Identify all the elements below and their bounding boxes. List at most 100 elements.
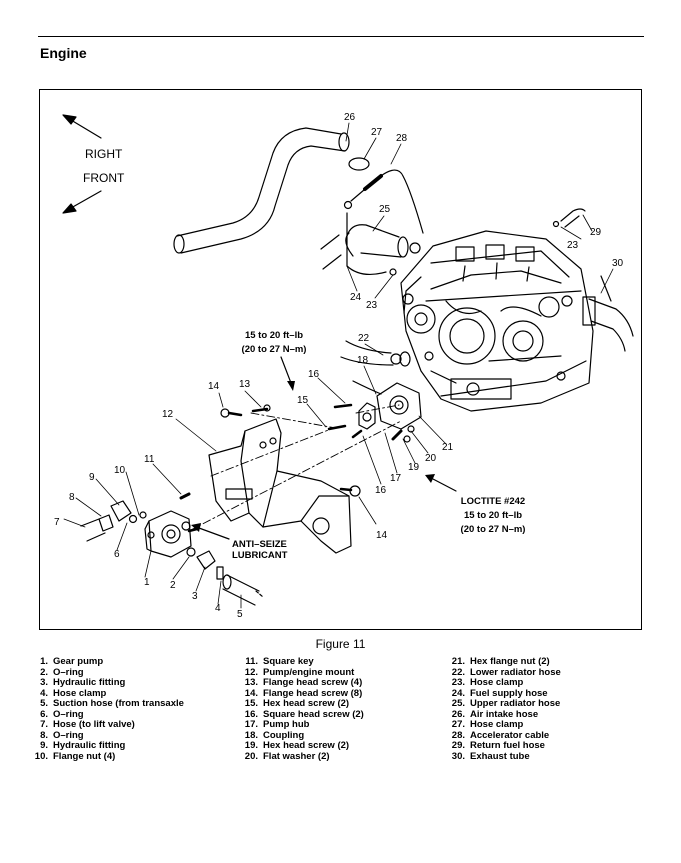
legend-item: 24.Fuel supply hose (447, 687, 561, 700)
callout-8: 8 (69, 492, 75, 503)
callout-3: 3 (192, 591, 198, 602)
legend-item: 21.Hex flange nut (2) (447, 656, 561, 668)
section-title: Engine (40, 45, 87, 61)
legend-number: 1. (40, 656, 48, 667)
legend-item: 27. Hose clamp (447, 719, 561, 731)
legend-column-2: 11.Square key 12.Pump/engine mount 13.Fl… (240, 656, 364, 763)
legend-number: 26. (451, 708, 465, 720)
legend-number: 4. (40, 687, 48, 699)
legend-item: 12.Pump/engine mount (240, 666, 364, 679)
callout-numbers: 1 2 3 4 5 6 7 8 9 10 11 12 13 14 14 15 1… (54, 112, 624, 620)
top-rule (38, 36, 644, 37)
legend-item: 4. Hose clamp (30, 687, 184, 700)
legend-text: Accelerator cable (470, 729, 550, 741)
callout-9: 9 (89, 472, 95, 483)
gear-pump (144, 510, 199, 558)
legend-text: Flange nut (4) (53, 750, 116, 762)
legend-number: 29. (451, 740, 465, 751)
callout-29: 29 (590, 227, 602, 238)
note-arrows (191, 356, 457, 540)
callout-24: 24 (350, 292, 362, 303)
legend-item: 19.Hex head screw (2) (240, 740, 364, 752)
legend-text: Hose clamp (53, 687, 107, 699)
upper-radiator-hose (345, 224, 421, 258)
square-key (179, 492, 191, 500)
legend-item: 9.Hydraulic fitting (30, 740, 184, 752)
legend-column-1: 1.Gear pump 2.O–ring 3.Hydraulic fitting… (30, 656, 184, 762)
legend-number: 20. (244, 750, 258, 762)
orientation-arrows (62, 114, 102, 214)
legend-text: O–ring (53, 708, 84, 720)
callout-15: 15 (297, 395, 309, 406)
legend-text: O–ring (53, 729, 84, 741)
callout-5: 5 (237, 609, 243, 620)
legend-item: 11.Square key (240, 656, 364, 668)
fasteners-13-14 (220, 404, 361, 497)
fuel-supply-hose (320, 212, 397, 276)
legend-text: Hose clamp (470, 719, 524, 730)
legend-item: 15.Hex head screw (2) (240, 698, 364, 710)
pump-engine-mount (208, 418, 352, 554)
legend-text: Air intake hose (470, 708, 539, 720)
legend-item: 25.Upper radiator hose (447, 698, 561, 710)
legend-item: 23.Hose clamp (447, 677, 561, 689)
legend-number: 18. (244, 729, 258, 741)
engine-block (400, 230, 594, 412)
legend-number: 6. (40, 708, 48, 720)
legend-text: Hex head screw (2) (263, 698, 350, 709)
pressure-line (80, 500, 147, 542)
callout-20: 20 (425, 453, 437, 464)
air-intake-hose (173, 127, 370, 254)
legend-text: Flat washer (2) (263, 750, 330, 762)
legend-text: Hose (to lift valve) (53, 719, 135, 730)
suction-line (186, 547, 264, 606)
callout-7: 7 (54, 517, 60, 528)
legend-text: Suction hose (from transaxle (53, 698, 184, 709)
legend-text: O–ring (53, 666, 84, 678)
torque-note-1-line2: (20 to 27 N–m) (242, 344, 307, 355)
legend-text: Return fuel hose (470, 740, 545, 751)
callout-12: 12 (162, 409, 174, 420)
callout-16-a: 16 (308, 369, 320, 380)
callout-27: 27 (371, 127, 383, 138)
callout-23-a: 23 (366, 300, 378, 311)
legend-item: 16.Square head screw (2) (240, 708, 364, 721)
callout-22: 22 (358, 333, 370, 344)
legend-item: 20. Flat washer (2) (240, 750, 364, 763)
legend-item: 5.Suction hose (from transaxle (30, 698, 184, 710)
legend-item: 29. Return fuel hose (447, 740, 561, 752)
legend-text: Fuel supply hose (470, 687, 548, 699)
callout-11: 11 (144, 454, 155, 465)
legend-number: 14. (244, 687, 258, 699)
legend-number: 23. (451, 677, 465, 688)
legend-number: 16. (244, 708, 258, 720)
legend-item: 7.Hose (to lift valve) (30, 719, 184, 731)
callout-28: 28 (396, 133, 408, 144)
legend-number: 27. (451, 719, 465, 730)
legend-number: 28. (451, 729, 465, 741)
callout-25: 25 (379, 204, 391, 215)
anti-seize-note-line2: LUBRICANT (232, 550, 288, 561)
callout-30: 30 (612, 258, 624, 269)
alignment-lines (188, 404, 402, 532)
legend-item: 30.Exhaust tube (447, 751, 561, 763)
legend-text: Hex flange nut (2) (470, 656, 550, 667)
callout-14-b: 14 (376, 530, 388, 541)
coupling-assembly (352, 380, 422, 443)
legend-item: 2.O–ring (30, 666, 184, 679)
legend-number: 25. (451, 698, 465, 709)
callout-19: 19 (408, 462, 420, 473)
callout-23-b: 23 (567, 240, 579, 251)
lower-radiator-hose (340, 340, 411, 367)
notes: 15 to 20 ft–lb (20 to 27 N–m) ANTI–SEIZE… (232, 330, 525, 561)
legend-text: Hydraulic fitting (53, 740, 126, 751)
leader-lines (63, 122, 614, 609)
legend-item: 22.Lower radiator hose (447, 667, 561, 679)
loctite-note-line1: LOCTITE #242 (461, 496, 525, 507)
legend-number: 17. (244, 719, 258, 730)
legend-text: Hex head screw (2) (263, 740, 350, 751)
legend-number: 10. (34, 750, 48, 762)
callout-14-a: 14 (208, 381, 220, 392)
legend-number: 12. (244, 666, 258, 678)
figure-frame: RIGHT FRONT 1 2 3 4 5 6 7 8 9 10 11 12 1… (39, 89, 642, 630)
